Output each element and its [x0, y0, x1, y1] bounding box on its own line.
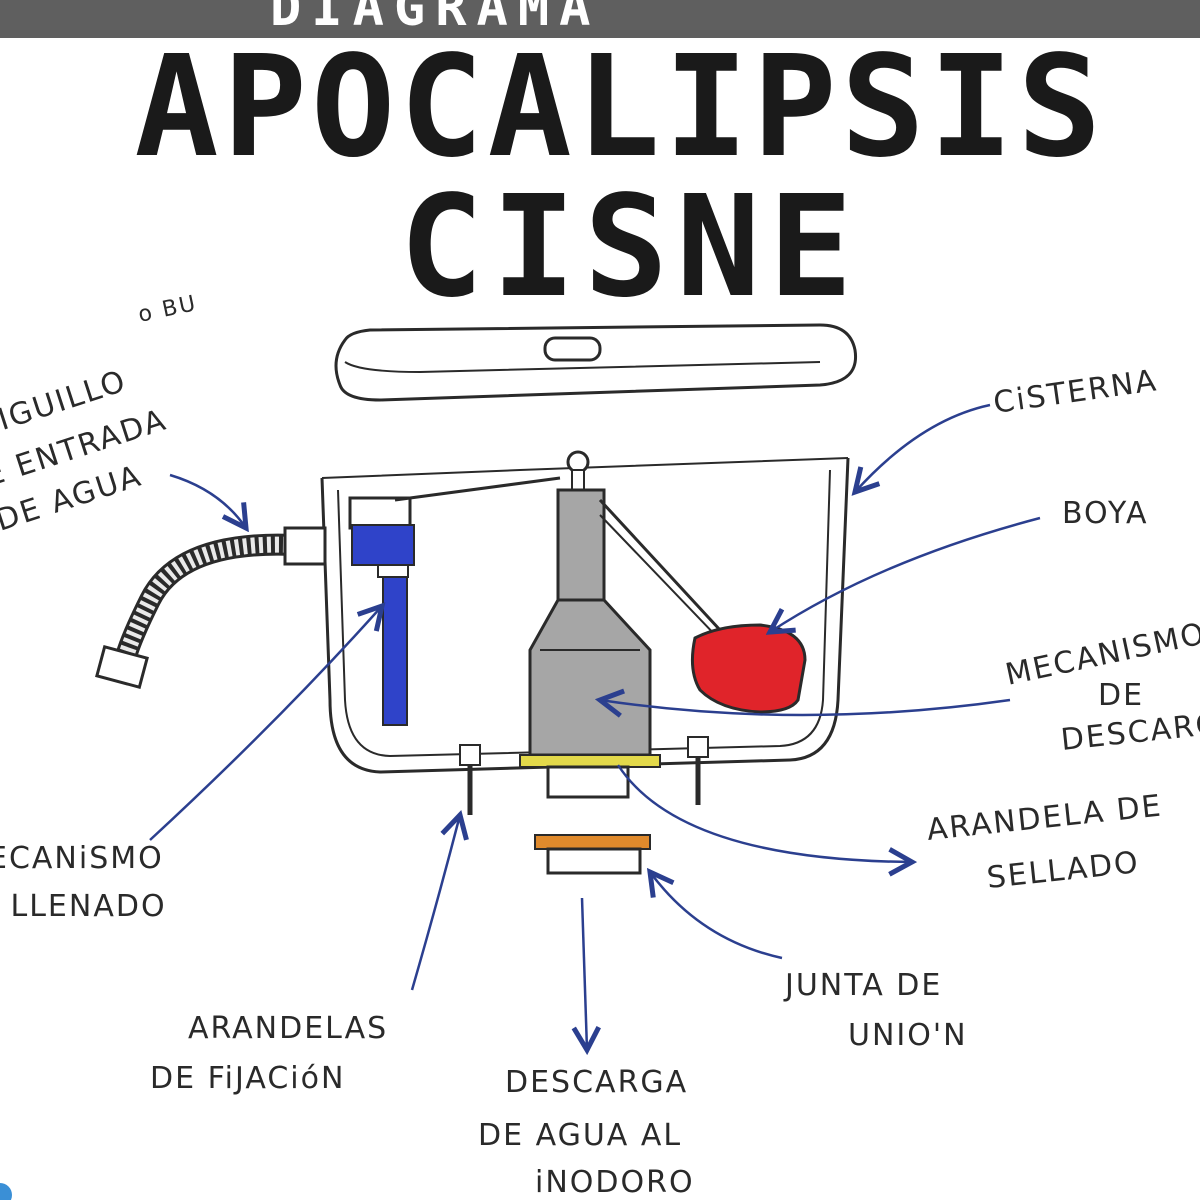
fixing-bolt-right: [687, 736, 709, 805]
label-arrows: [149, 403, 1041, 1050]
label-llenado-2: E LLENADO: [0, 889, 167, 924]
water-inlet-hose: [95, 526, 327, 690]
fill-valve: [348, 476, 561, 726]
fixing-bolt-left: [459, 744, 481, 815]
label-arandela-sellado-1: ARANDELA DE: [925, 788, 1164, 848]
top-header-bar: DIAGRAMA: [0, 0, 1200, 38]
lid-push-button: [543, 336, 602, 362]
label-cisterna: CiSTERNA: [991, 363, 1160, 421]
header-partial-text: DIAGRAMA: [270, 0, 601, 38]
float-ball: [690, 623, 807, 714]
arrow-fill-valve: [149, 606, 382, 841]
arrow-flush: [600, 700, 1011, 715]
label-descarga-agua-1: DESCARGA: [505, 1065, 688, 1100]
arrow-discharge: [582, 897, 587, 1050]
arrow-hose: [169, 473, 246, 528]
label-junta-2: UNIO'N: [848, 1018, 968, 1053]
label-boya: BOYA: [1062, 496, 1149, 531]
label-arandela-sellado-2: SELLADO: [985, 845, 1141, 896]
arrow-fixing-washers: [410, 815, 460, 991]
cistern-tank: [320, 457, 850, 774]
corner-badge: [0, 1183, 12, 1200]
arrow-union-gasket: [650, 872, 783, 960]
meme-title-line-1: APOCALIPSIS: [134, 26, 1106, 189]
arrow-seal-washer: [616, 764, 912, 862]
meme-title-line-2: CISNE: [399, 166, 861, 329]
label-descarga-mec-2: DE: [1098, 678, 1144, 713]
hose-nut: [95, 644, 149, 690]
cistern-lid: [334, 323, 858, 402]
label-llenado-1: ECANiSMO: [0, 841, 164, 876]
label-descarga-agua-3: iNODORO: [535, 1165, 695, 1200]
hose-connector: [283, 526, 327, 566]
union-gasket: [534, 834, 651, 875]
label-fijacion-1: ARANDELAS: [188, 1011, 388, 1046]
label-descarga-agua-2: DE AGUA AL: [478, 1118, 682, 1153]
arrow-float: [770, 516, 1041, 632]
seal-washer: [519, 754, 661, 768]
label-junta-1: JUNTA DE: [783, 968, 942, 1003]
flush-mechanism: [519, 450, 722, 799]
label-fijacion-2: DE FiJACióN: [150, 1061, 345, 1096]
arrow-cistern: [855, 403, 991, 492]
